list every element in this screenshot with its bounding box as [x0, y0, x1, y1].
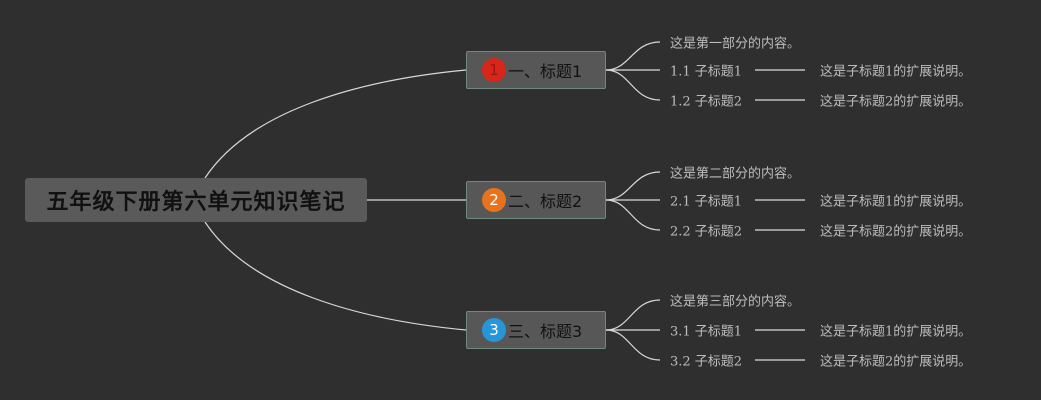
topic3-subtopic2-node[interactable]: 3.2 子标题2	[670, 354, 743, 370]
connector-root-topic1	[204, 69, 467, 179]
priority-2-badge-icon: 2	[482, 188, 506, 212]
root-label: 五年级下册第六单元知识笔记	[46, 190, 346, 215]
topic1-content-node[interactable]: 这是第一部分的内容。	[670, 36, 801, 52]
topic2-subtopic1-note[interactable]: 这是子标题1的扩展说明。	[820, 194, 972, 210]
connector-topic2-sub2	[605, 199, 661, 231]
topic-label: 一、标题1	[508, 62, 583, 81]
topic-node-3[interactable]: 3 三、标题3	[466, 311, 606, 349]
connector-topic3-sub2	[605, 329, 661, 361]
priority-3-badge-icon: 3	[482, 318, 506, 342]
connector-topic1-sub2	[605, 69, 661, 101]
connector-topic1-content	[605, 41, 661, 71]
connector-topic2-content	[605, 171, 661, 201]
topic2-subtopic2-node[interactable]: 2.2 子标题2	[670, 224, 743, 240]
topic1-subtopic1-note[interactable]: 这是子标题1的扩展说明。	[820, 64, 972, 80]
connector-topic3-content	[605, 299, 661, 331]
topic1-subtopic1-node[interactable]: 1.1 子标题1	[670, 64, 743, 80]
topic3-subtopic1-note[interactable]: 这是子标题1的扩展说明。	[820, 324, 972, 340]
topic-label: 三、标题3	[508, 322, 583, 341]
topic1-subtopic2-note[interactable]: 这是子标题2的扩展说明。	[820, 94, 972, 110]
topic2-content-node[interactable]: 这是第二部分的内容。	[670, 166, 801, 182]
topic1-subtopic2-node[interactable]: 1.2 子标题2	[670, 94, 743, 110]
topic-label: 二、标题2	[508, 192, 583, 211]
topic3-content-node[interactable]: 这是第三部分的内容。	[670, 294, 801, 310]
connector-root-topic3	[204, 221, 467, 331]
topic3-subtopic1-node[interactable]: 3.1 子标题1	[670, 324, 743, 340]
topic2-subtopic2-note[interactable]: 这是子标题2的扩展说明。	[820, 224, 972, 240]
topic-node-1[interactable]: 1 一、标题1	[466, 51, 606, 89]
topic-node-2[interactable]: 2 二、标题2	[466, 181, 606, 219]
topic2-subtopic1-node[interactable]: 2.1 子标题1	[670, 194, 743, 210]
priority-1-badge-icon: 1	[482, 58, 506, 82]
topic3-subtopic2-note[interactable]: 这是子标题2的扩展说明。	[820, 354, 972, 370]
root-node[interactable]: 五年级下册第六单元知识笔记	[25, 178, 367, 222]
